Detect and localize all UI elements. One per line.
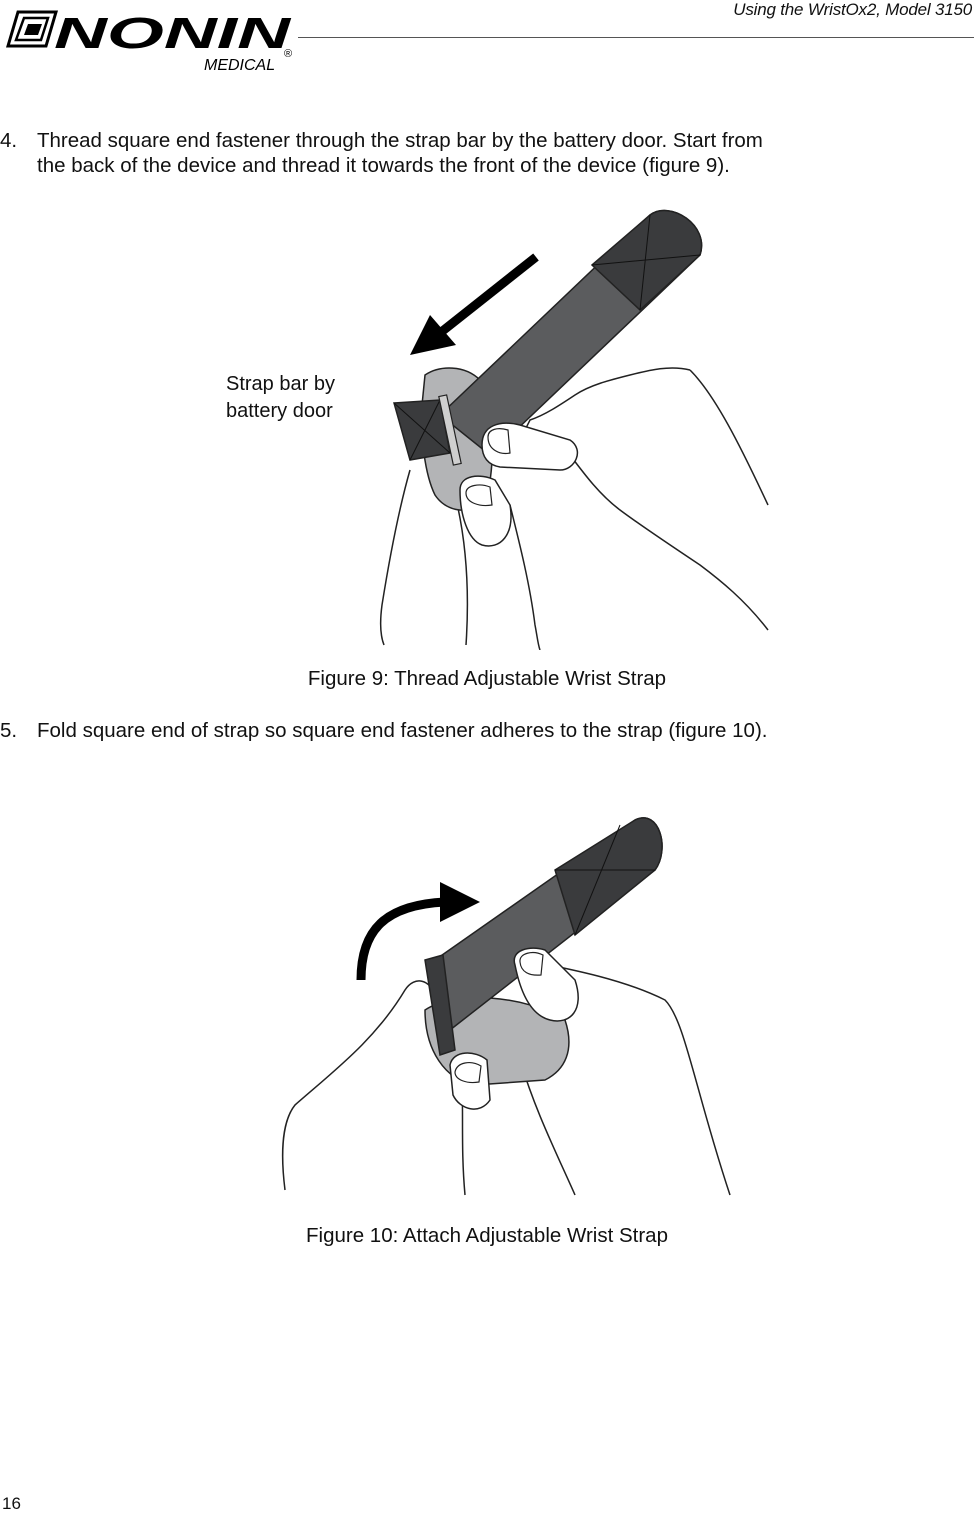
left-hand (379, 469, 411, 646)
nonin-medical-logo: NONIN ® MEDICAL (5, 9, 292, 74)
direction-arrow (410, 253, 539, 355)
logo-emblem (5, 10, 59, 48)
right-hand (518, 367, 769, 631)
logo-registered: ® (284, 48, 292, 60)
step-number: 5. (0, 719, 18, 742)
step-text-line: Fold square end of strap so square end f… (37, 719, 768, 742)
figure-9-callout: Strap bar by battery door (226, 371, 335, 425)
folded-square-end (424, 954, 456, 1056)
header-rule (298, 37, 974, 38)
step-number: 4. (0, 129, 18, 152)
callout-line: Strap bar by (226, 373, 335, 395)
strap-pad (554, 817, 663, 937)
right-hand (524, 959, 731, 1196)
figure-9-caption: Figure 9: Thread Adjustable Wrist Strap (307, 667, 667, 690)
logo-wordmark: NONIN (54, 9, 292, 58)
left-hand (281, 980, 436, 1191)
running-header: Using the WristOx2, Model 3150 (733, 0, 972, 19)
figure-9-illustration (379, 209, 769, 650)
step-text-line: Thread square end fastener through the s… (37, 129, 763, 152)
figure-10-illustration (281, 817, 731, 1196)
page-number: 16 (2, 1494, 21, 1513)
fold-arrow (356, 882, 480, 981)
figure-10-caption: Figure 10: Attach Adjustable Wrist Strap (306, 1224, 668, 1247)
strap-bar (438, 394, 462, 466)
logo-subtitle: MEDICAL (204, 57, 275, 74)
callout-line: battery door (226, 400, 333, 422)
step-text-line: the back of the device and thread it tow… (37, 154, 730, 177)
